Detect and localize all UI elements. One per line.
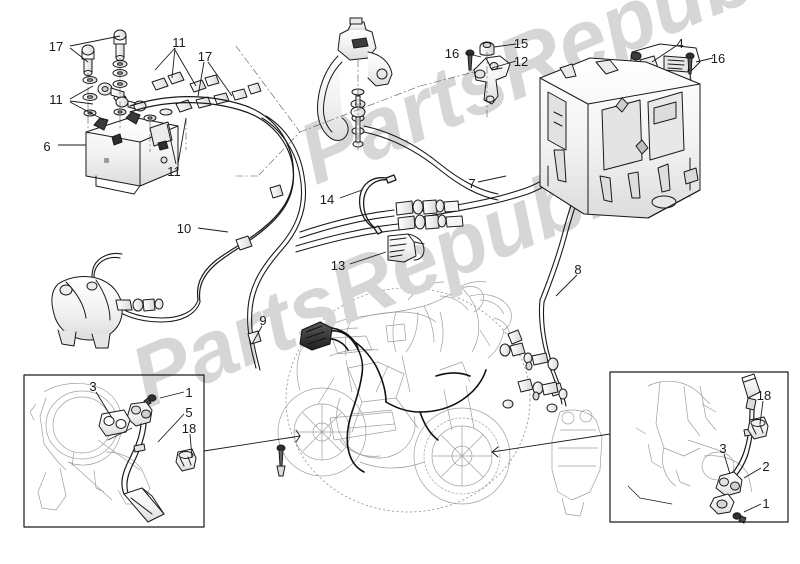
callout-leader-9-0 xyxy=(251,325,263,345)
rear-speed-sensor-assembly xyxy=(98,394,197,523)
front-speed-sensor-assembly xyxy=(709,373,769,524)
callout-leader-18-0 xyxy=(759,400,764,425)
callout-leader-11-0 xyxy=(166,123,177,165)
callout-number-15: 15 xyxy=(514,36,528,51)
callout-leader-11-0 xyxy=(154,47,176,71)
inset-front-sensor-box xyxy=(609,371,789,523)
callout-number-17: 17 xyxy=(198,49,212,64)
callout-leader-7-0 xyxy=(477,175,507,183)
callout-number-11: 11 xyxy=(167,164,181,179)
callout-number-9: 9 xyxy=(259,313,266,328)
callout-leader-17-0 xyxy=(69,35,121,47)
callout-number-18: 18 xyxy=(757,388,771,403)
banjo-fitting-group xyxy=(97,71,262,113)
callout-leader-5-0 xyxy=(157,413,185,443)
callout-leader-16-0 xyxy=(464,52,482,58)
callout-leader-16-0 xyxy=(695,57,714,63)
callout-leader-4-0 xyxy=(651,45,677,63)
callout-number-7: 7 xyxy=(468,176,475,191)
rear-brake-caliper xyxy=(51,276,164,349)
callout-number-17: 17 xyxy=(49,39,63,54)
callout-number-8: 8 xyxy=(574,262,581,277)
callout-number-16: 16 xyxy=(711,51,725,66)
callout-leader-2-0 xyxy=(743,467,762,479)
callout-number-13: 13 xyxy=(331,258,345,273)
front-brake-line-fittings xyxy=(499,329,568,413)
callout-leader-11-0 xyxy=(69,85,94,100)
brake-master-cylinder xyxy=(317,17,393,148)
callout-number-18: 18 xyxy=(182,421,196,436)
callout-leader-12-0 xyxy=(491,60,517,69)
callout-number-3: 3 xyxy=(89,379,96,394)
callout-leader-13-0 xyxy=(349,251,387,265)
callout-number-14: 14 xyxy=(320,192,334,207)
callout-leader-17-1 xyxy=(207,61,233,97)
callout-number-10: 10 xyxy=(177,221,191,236)
hose-union-fittings xyxy=(395,199,464,231)
callout-leader-11-1 xyxy=(69,100,94,105)
callout-leader-15-0 xyxy=(493,43,517,48)
callout-leader-11-1 xyxy=(177,117,187,165)
callout-leader-11-2 xyxy=(69,101,105,121)
hose-guide-13 xyxy=(387,233,425,263)
callout-number-11: 11 xyxy=(172,35,186,50)
abs-sensor-connector-block xyxy=(299,321,359,351)
callout-number-11: 11 xyxy=(49,92,63,107)
callout-number-6: 6 xyxy=(43,139,50,154)
callout-number-1: 1 xyxy=(762,496,769,511)
callout-number-3: 3 xyxy=(719,441,726,456)
callout-leader-11-1 xyxy=(171,47,176,79)
small-fasteners-group xyxy=(276,361,540,477)
callout-leader-18-0 xyxy=(189,433,193,459)
callout-leader-1-0 xyxy=(159,391,185,399)
callout-number-2: 2 xyxy=(762,459,769,474)
abs-modulator-unit xyxy=(85,111,179,195)
callout-leader-17-0 xyxy=(197,61,205,97)
callout-leader-11-2 xyxy=(174,49,197,87)
callout-number-5: 5 xyxy=(185,405,192,420)
callout-number-12: 12 xyxy=(514,54,528,69)
battery-box xyxy=(539,57,701,219)
callout-leader-3-0 xyxy=(723,453,731,475)
callout-number-4: 4 xyxy=(676,36,683,51)
callout-leader-10-0 xyxy=(197,227,229,233)
callout-leader-8-0 xyxy=(555,274,578,297)
callout-leader-3-0 xyxy=(95,391,113,419)
callout-leader-1-0 xyxy=(743,503,762,513)
callout-leader-14-0 xyxy=(339,189,363,199)
retaining-clip-14 xyxy=(358,174,397,235)
callout-leader-17-1 xyxy=(69,47,89,63)
callout-number-16: 16 xyxy=(445,46,459,61)
callout-number-1: 1 xyxy=(185,385,192,400)
